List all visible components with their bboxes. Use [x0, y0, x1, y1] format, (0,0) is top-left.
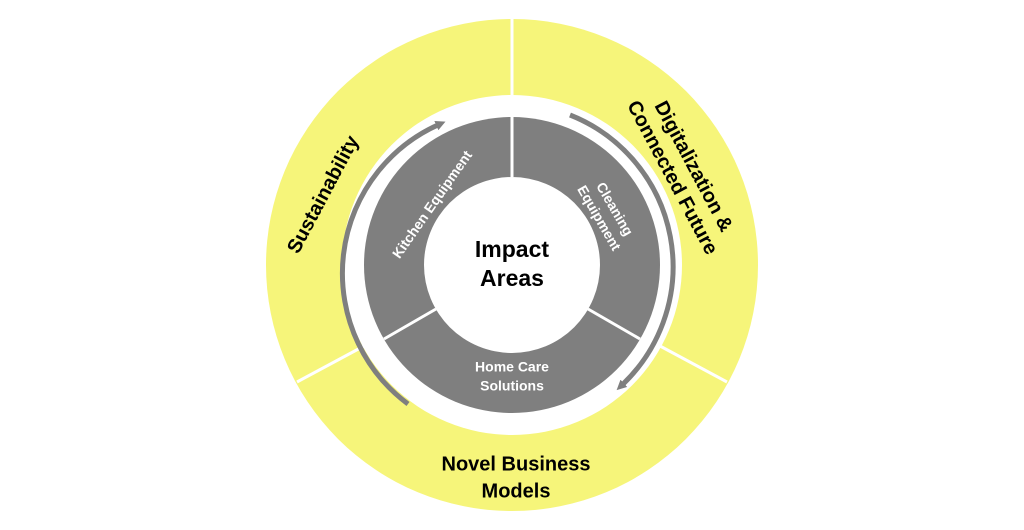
arrow-right — [569, 112, 676, 391]
arrow-left — [339, 121, 446, 407]
homecare-label-line1: Home Care — [475, 359, 549, 375]
inner-separator-left — [383, 307, 437, 341]
business-label-line2: Models — [482, 480, 551, 502]
inner-separator-right — [587, 307, 641, 341]
center-circle — [424, 177, 600, 353]
center-title-line1: Impact — [475, 236, 549, 262]
outer-separator-right — [659, 344, 728, 384]
business-label-line1: Novel Business — [442, 453, 591, 475]
homecare-label-line2: Solutions — [480, 378, 544, 394]
outer-separator-left — [296, 344, 365, 384]
center-title-line2: Areas — [480, 265, 544, 291]
